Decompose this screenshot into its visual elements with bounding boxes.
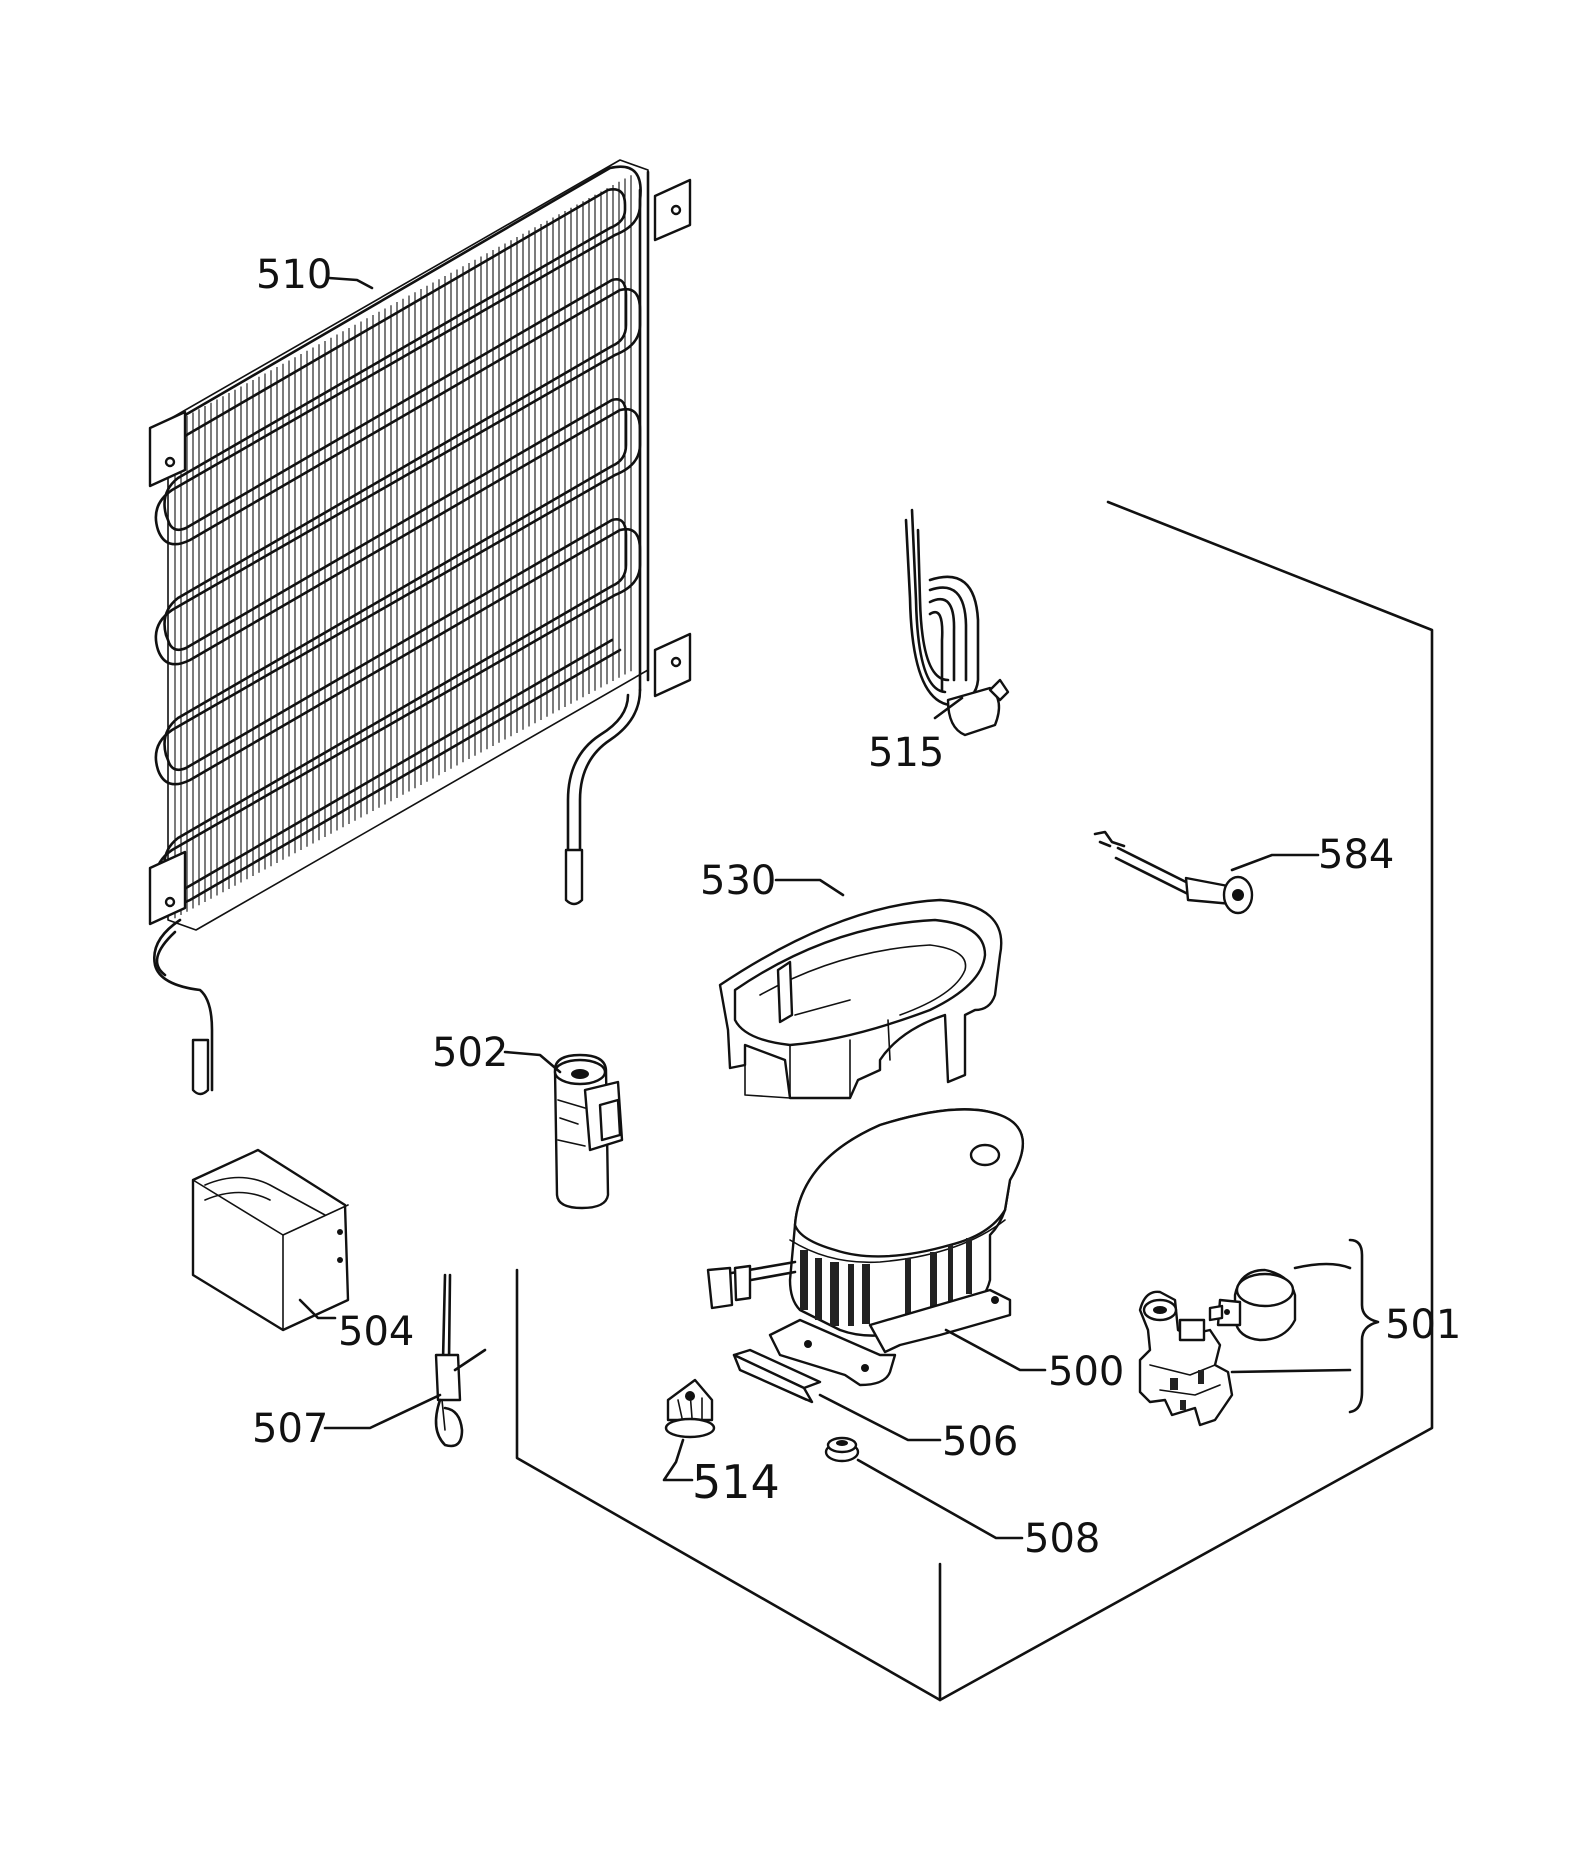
label-504: 504	[338, 1309, 414, 1355]
leader-510	[327, 276, 374, 290]
label-506: 506	[942, 1419, 1018, 1465]
power-cord-515	[904, 508, 1010, 737]
starter-relay	[1138, 1290, 1234, 1427]
leader-501-top	[1293, 1262, 1352, 1270]
overload-protector	[1208, 1268, 1297, 1342]
condenser-bracket-top-right	[653, 178, 692, 242]
start-relay-502	[553, 1053, 624, 1210]
cabinet-outline	[515, 500, 1434, 1702]
label-507: 507	[252, 1406, 328, 1452]
bushing-508	[824, 1436, 860, 1463]
relay-set-501	[1138, 1268, 1297, 1427]
mounting-strip-506	[732, 1348, 822, 1404]
condenser-fins	[174, 175, 632, 919]
label-508: 508	[1024, 1516, 1100, 1562]
label-514: 514	[692, 1455, 780, 1509]
leader-501-bottom	[1230, 1368, 1352, 1374]
compressor-500	[706, 1108, 1024, 1387]
label-584: 584	[1318, 832, 1394, 878]
label-515: 515	[868, 730, 944, 776]
leader-lines	[298, 276, 1352, 1540]
label-510: 510	[256, 252, 332, 298]
terminal-box-504	[191, 1148, 350, 1332]
label-500: 500	[1048, 1349, 1124, 1395]
leader-508	[856, 1458, 1024, 1540]
condenser-bracket-bottom-left	[148, 850, 187, 926]
label-530: 530	[700, 858, 776, 904]
leader-507	[323, 1393, 442, 1430]
brace-501	[1348, 1238, 1380, 1414]
part-labels: 510 515 584 530 502 504 500 501 507 506 …	[252, 252, 1461, 1562]
leader-500	[944, 1328, 1047, 1372]
leader-502	[503, 1050, 562, 1074]
leader-530	[774, 878, 845, 897]
sensor-cable-584	[1093, 830, 1254, 915]
condenser-510	[148, 159, 692, 1096]
probe-507	[434, 1273, 487, 1448]
condenser-bracket-top-left	[148, 410, 187, 488]
leader-506	[818, 1393, 942, 1442]
compressor-tray-530	[718, 898, 1003, 1100]
leader-515	[933, 696, 964, 720]
label-501: 501	[1385, 1302, 1461, 1348]
leader-514	[662, 1438, 694, 1482]
leader-584	[1230, 853, 1320, 872]
label-502: 502	[432, 1030, 508, 1076]
grommet-514	[664, 1378, 716, 1439]
condenser-bracket-mid-right	[653, 632, 692, 698]
leader-504	[298, 1298, 337, 1320]
